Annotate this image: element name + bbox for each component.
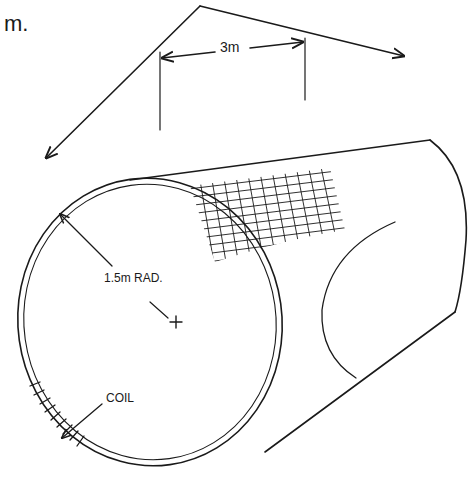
front-rim-outer xyxy=(0,161,301,483)
coil-winding xyxy=(30,382,84,446)
radius-leader xyxy=(150,302,168,318)
mesh-hatching xyxy=(180,162,363,270)
dimension-label: 3m xyxy=(220,40,239,55)
part-label: COIL xyxy=(106,392,134,405)
extension-line xyxy=(159,52,160,130)
coil-leader xyxy=(62,404,102,438)
cylinder-edge xyxy=(130,140,430,180)
extension-line xyxy=(304,38,305,100)
dimension-line xyxy=(162,52,215,58)
front-rim-inner xyxy=(6,168,294,476)
far-opening-arc xyxy=(322,222,395,378)
far-end-rim xyxy=(430,140,466,312)
dimension-line xyxy=(250,42,303,48)
radius-arrow xyxy=(60,214,112,266)
pointer-arrow xyxy=(46,6,200,158)
cylinder-edge xyxy=(265,312,455,452)
pointer-arrow xyxy=(200,6,404,56)
center-mark xyxy=(170,316,182,328)
cut-off-label: m. xyxy=(4,12,28,36)
radius-label: 1.5m RAD. xyxy=(104,272,163,285)
